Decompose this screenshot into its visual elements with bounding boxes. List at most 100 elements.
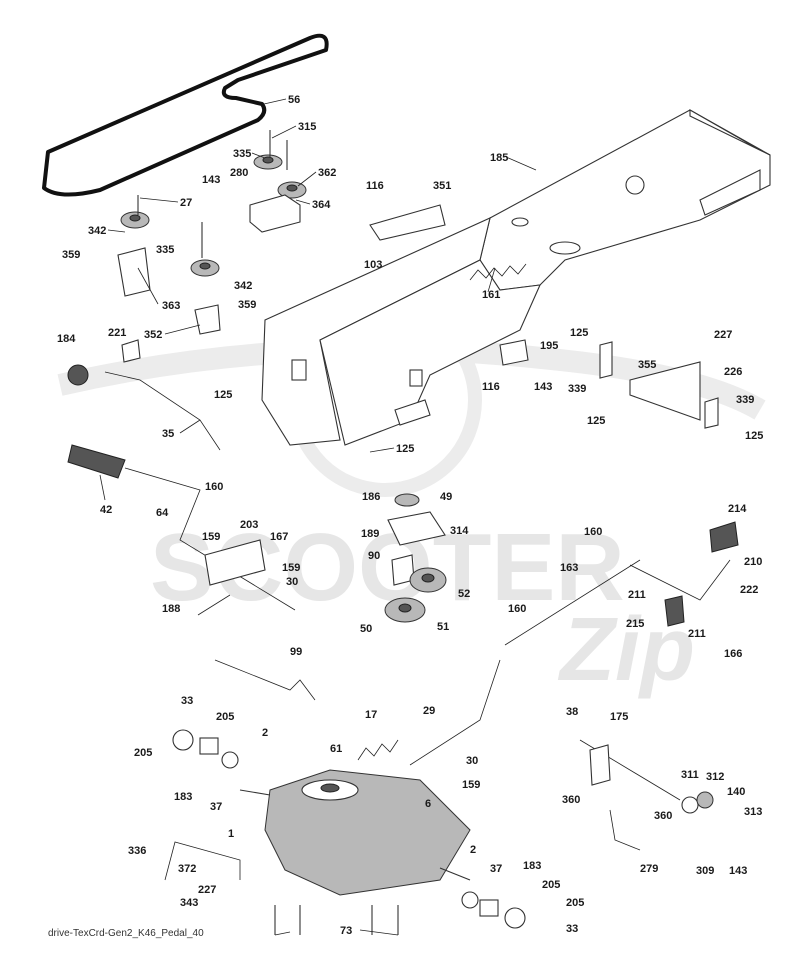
callout: 37 (210, 801, 222, 813)
callout: 51 (437, 621, 449, 633)
callout: 125 (745, 430, 763, 442)
callout: 335 (233, 148, 251, 160)
pedal-pad-214 (709, 521, 739, 553)
callout: 188 (162, 603, 180, 615)
bushing-183-left (199, 737, 219, 755)
callout: 312 (706, 771, 724, 783)
callout: 116 (366, 180, 384, 192)
callout: 37 (490, 863, 502, 875)
callout: 175 (610, 711, 628, 723)
callout: 203 (240, 519, 258, 531)
pedal-pad-215 (664, 595, 685, 627)
callout: 103 (364, 259, 382, 271)
collar-311 (681, 796, 699, 814)
callout: 143 (729, 865, 747, 877)
callout: 116 (482, 381, 500, 393)
pedal-shaft-210 (629, 559, 731, 601)
rod-29 (409, 659, 501, 766)
callout: 17 (365, 709, 377, 721)
callout: 215 (626, 618, 644, 630)
callout: 211 (628, 589, 646, 601)
pedal-rod-163 (504, 559, 641, 646)
callout: 336 (128, 845, 146, 857)
callout: 359 (238, 299, 256, 311)
callout: 355 (638, 359, 656, 371)
knob-184 (67, 364, 89, 386)
callout: 279 (640, 863, 658, 875)
lever-plate-203 (204, 539, 266, 586)
idler-pulleys-left (117, 195, 221, 335)
callout: 163 (560, 562, 578, 574)
callout: 56 (288, 94, 300, 106)
callout: 313 (744, 806, 762, 818)
callout: 140 (727, 786, 745, 798)
drive-belt (42, 33, 329, 197)
callout: 372 (178, 863, 196, 875)
callout: 184 (57, 333, 76, 345)
callout: 205 (216, 711, 234, 723)
callout: 211 (688, 628, 706, 640)
callout: 90 (368, 550, 380, 562)
callout: 360 (654, 810, 672, 822)
washer-37-left (221, 751, 239, 769)
callout: 343 (180, 897, 198, 909)
bushing-183-right (479, 899, 499, 917)
shift-rod-35 (104, 371, 221, 451)
callout: 339 (736, 394, 754, 406)
callout: 52 (458, 588, 470, 600)
callout: 160 (205, 481, 223, 493)
callout: 166 (724, 648, 742, 660)
bracket-221 (121, 339, 141, 363)
diagram-caption: drive-TexCrd-Gen2_K46_Pedal_40 (48, 928, 204, 939)
washer-37-right (461, 891, 479, 909)
pulley-52-hub (421, 573, 435, 583)
callout: 125 (570, 327, 588, 339)
callout: 352 (144, 329, 162, 341)
idler-pulleys-upper (249, 130, 307, 233)
rod-372 (164, 841, 241, 881)
spring-17 (357, 739, 399, 761)
callout: 159 (462, 779, 480, 791)
callout: 143 (202, 174, 220, 186)
rod-99 (214, 659, 316, 701)
bracket-339-left (599, 341, 613, 379)
callout: 205 (566, 897, 584, 909)
callout: 99 (290, 646, 302, 658)
bracket-339-right (704, 397, 719, 429)
callout: 221 (108, 327, 126, 339)
callout: 205 (134, 747, 152, 759)
callout: 362 (318, 167, 336, 179)
callout: 125 (214, 389, 232, 401)
callout: 314 (450, 525, 469, 537)
callout: 61 (330, 743, 342, 755)
callout: 195 (540, 340, 558, 352)
callout: 342 (234, 280, 252, 292)
callout: 360 (562, 794, 580, 806)
callout: 167 (270, 531, 288, 543)
callout: 226 (724, 366, 742, 378)
callout: 161 (482, 289, 500, 301)
spring-161 (469, 263, 527, 281)
bracket-175 (589, 744, 611, 786)
callout: 351 (433, 180, 451, 192)
callout: 33 (181, 695, 193, 707)
callout: 2 (262, 727, 268, 739)
callout: 359 (62, 249, 80, 261)
callout: 311 (681, 769, 699, 781)
rod-188 (197, 594, 231, 616)
callout: 1 (228, 828, 234, 840)
callout: 49 (440, 491, 452, 503)
callout: 205 (542, 879, 560, 891)
tractor-frame (261, 109, 771, 446)
washer-205-right (504, 907, 526, 929)
callout: 38 (566, 706, 578, 718)
callouts: 56 315 335 280 362 364 143 27 342 359 33… (57, 94, 763, 937)
callout: 222 (740, 584, 758, 596)
callout: 160 (508, 603, 526, 615)
callout: 363 (162, 300, 180, 312)
callout: 214 (728, 503, 747, 515)
callout: 64 (156, 507, 169, 519)
callout: 6 (425, 798, 431, 810)
callout: 280 (230, 167, 248, 179)
